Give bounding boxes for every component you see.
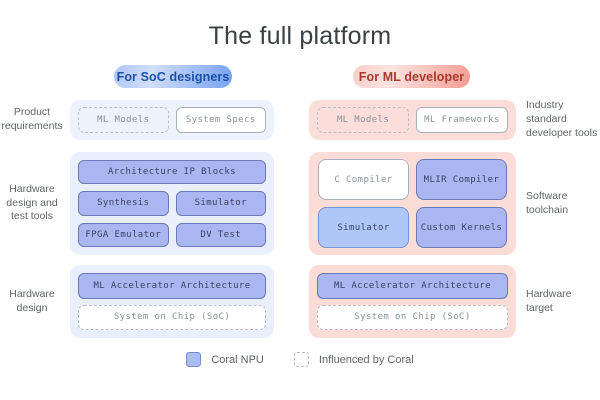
box-soc-ml-models: ML Models: [78, 107, 169, 133]
box-custom-kernels: Custom Kernels: [416, 207, 507, 248]
box-dv-test: DV Test: [175, 222, 266, 247]
label-hardware-target: Hardware target: [526, 287, 572, 314]
box-soc-simulator: Simulator: [175, 191, 266, 216]
panel-soc-product-requirements: ML Models System Specs: [70, 100, 274, 140]
legend-label-coral-npu: Coral NPU: [211, 353, 264, 366]
box-mlir-compiler: MLIR Compiler: [416, 159, 507, 200]
page-title: The full platform: [208, 22, 392, 50]
box-ml-ml-models: ML Models: [317, 107, 409, 133]
box-soc-ml-accelerator-architecture: ML Accelerator Architecture: [78, 273, 266, 299]
box-ml-simulator: Simulator: [318, 207, 409, 248]
influenced-by-coral-swatch: [293, 352, 309, 367]
legend-label-influenced-by-coral: Influenced by Coral: [318, 353, 414, 366]
legend-item-influenced-by-coral: Influenced by Coral: [293, 352, 414, 367]
label-hardware-design: Hardware design: [9, 287, 55, 314]
legend: Coral NPU Influenced by Coral: [0, 352, 600, 367]
box-soc-system-specs: System Specs: [175, 107, 266, 133]
label-industry-standard-developer-tools: Industry standard developer tools: [526, 99, 598, 139]
box-ml-ml-accelerator-architecture: ML Accelerator Architecture: [317, 273, 508, 299]
panel-soc-hardware-design: ML Accelerator Architecture System on Ch…: [70, 265, 274, 338]
label-hardware-design-and-test-tools: Hardware design and test tools: [6, 182, 58, 223]
box-ml-system-on-chip: System on Chip (SoC): [317, 304, 508, 330]
label-product-requirements: Product requirements: [1, 106, 63, 132]
box-c-compiler: C Compiler: [318, 159, 409, 200]
pill-for-soc-designers: For SoC designers: [114, 65, 232, 88]
box-architecture-ip-blocks: Architecture IP Blocks: [78, 160, 266, 185]
label-software-toolchain: Software toolchain: [526, 189, 569, 216]
legend-item-coral-npu: Coral NPU: [186, 352, 264, 367]
panel-hardware-target: ML Accelerator Architecture System on Ch…: [309, 265, 516, 338]
box-synthesis: Synthesis: [78, 191, 169, 216]
panel-soc-hardware-design-tools: Architecture IP Blocks Synthesis Simulat…: [70, 152, 274, 255]
coral-npu-swatch: [186, 352, 202, 367]
panel-software-toolchain: C Compiler MLIR Compiler Simulator Custo…: [309, 152, 516, 255]
box-fpga-emulator: FPGA Emulator: [78, 222, 169, 247]
pill-for-ml-developer: For ML developer: [353, 65, 470, 88]
panel-ml-developer-tools: ML Models ML Frameworks: [309, 100, 516, 140]
box-soc-system-on-chip: System on Chip (SoC): [78, 304, 266, 330]
box-ml-frameworks: ML Frameworks: [416, 107, 508, 133]
